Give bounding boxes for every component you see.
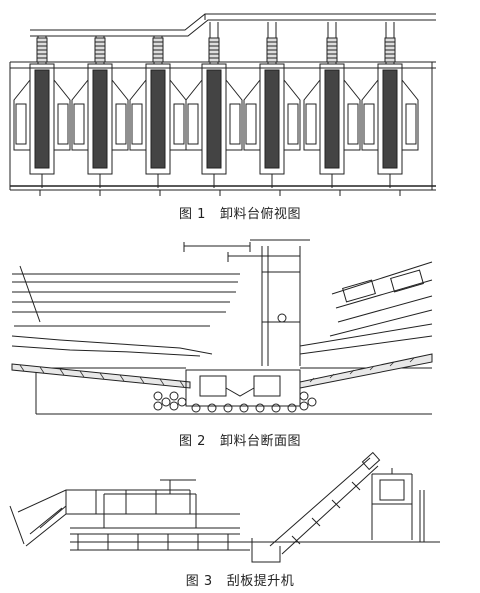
platform-cross-section bbox=[11, 239, 433, 415]
platform-top-view bbox=[9, 13, 436, 196]
bay-unit bbox=[129, 36, 187, 188]
figure-1-title: 卸料台俯视图 bbox=[219, 207, 301, 222]
scraper-elevator-elevation bbox=[9, 451, 440, 563]
figure-3-caption: 图 3 刮板提升机 bbox=[0, 570, 480, 589]
figure-2-caption: 图 2 卸料台断面图 bbox=[0, 430, 480, 449]
bay-unit bbox=[303, 22, 361, 188]
figure-3-number: 图 3 bbox=[185, 574, 213, 589]
bay-unit bbox=[13, 36, 71, 188]
figure-3-title: 刮板提升机 bbox=[226, 574, 295, 589]
figure-2-title: 卸料台断面图 bbox=[219, 434, 301, 449]
figure-2-drawing bbox=[0, 236, 480, 426]
figure-2-number: 图 2 bbox=[179, 434, 206, 449]
figure-1-number: 图 1 bbox=[179, 207, 206, 222]
bay-unit bbox=[71, 36, 129, 188]
figure-1-drawing bbox=[0, 0, 480, 200]
figure-1-caption: 图 1 卸料台俯视图 bbox=[0, 203, 480, 222]
bay-unit bbox=[361, 22, 419, 188]
bay-unit bbox=[243, 22, 301, 188]
figure-3-drawing bbox=[0, 450, 480, 566]
bay-unit bbox=[185, 22, 243, 188]
